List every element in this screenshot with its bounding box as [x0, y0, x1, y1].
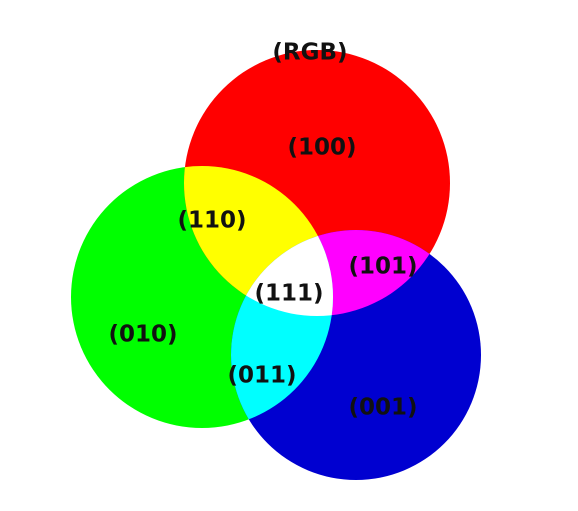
- label-blue: (001): [348, 395, 417, 421]
- label-green: (010): [108, 322, 177, 348]
- label-red-green: (110): [177, 208, 246, 234]
- all-overlap: [231, 230, 333, 316]
- title: (RGB): [272, 40, 347, 66]
- label-green-blue: (011): [227, 363, 296, 389]
- label-red: (100): [287, 135, 356, 161]
- label-all: (111): [254, 281, 323, 307]
- label-red-blue: (101): [348, 254, 417, 280]
